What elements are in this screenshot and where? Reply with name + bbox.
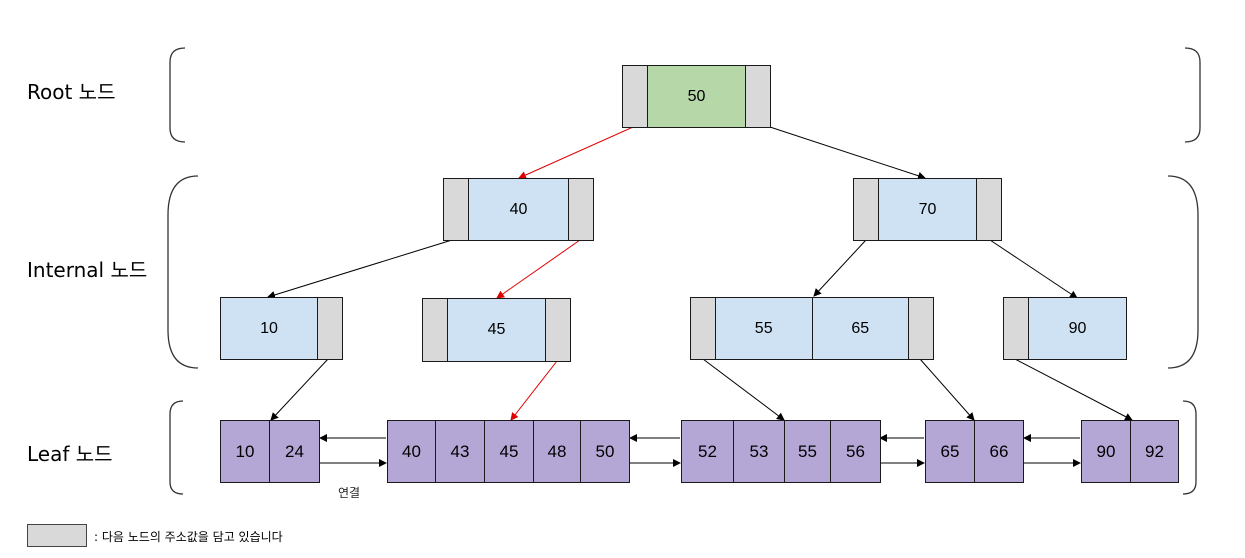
key-cell: 52: [681, 420, 734, 483]
leaf-node-1: 10 24: [220, 420, 320, 483]
pointer-cell: [853, 178, 879, 241]
key-cell: 50: [580, 420, 630, 483]
root-node: 50: [622, 65, 771, 128]
key-cell: 40: [468, 178, 569, 241]
leaf-node-3: 52 53 55 56: [681, 420, 881, 483]
key-cell: 56: [830, 420, 881, 483]
internal-node-90: 90: [1003, 297, 1127, 360]
edge-70-to-90: [989, 239, 1078, 299]
key-cell: 66: [974, 420, 1024, 483]
level-label-root: Root 노드: [27, 80, 116, 104]
legend-text: : 다음 노드의 주소값을 담고 있습니다: [94, 530, 283, 544]
key-cell: 65: [811, 297, 910, 360]
key-cell: 10: [220, 420, 270, 483]
key-cell: 92: [1130, 420, 1179, 483]
level-label-internal: Internal 노드: [27, 258, 148, 282]
pointer-cell: [1003, 297, 1029, 360]
edge-40-to-10: [267, 239, 453, 299]
edge-root-to-40: [518, 126, 634, 179]
pointer-cell: [317, 297, 343, 360]
pointer-cell: [545, 298, 571, 362]
bracket-root-left: [169, 47, 186, 143]
key-cell: 24: [269, 420, 320, 483]
key-cell: 10: [220, 297, 318, 360]
key-cell: 55: [714, 297, 813, 360]
key-cell: 90: [1028, 297, 1127, 360]
internal-node-45: 45: [422, 298, 571, 362]
pointer-cell: [622, 65, 648, 128]
key-cell: 65: [925, 420, 975, 483]
bracket-root-right: [1184, 47, 1201, 143]
key-cell: 90: [1081, 420, 1131, 483]
key-cell: 70: [878, 178, 977, 241]
link-label: 연결: [338, 486, 361, 500]
bracket-leaf-left: [169, 400, 184, 495]
leaf-node-2: 40 43 45 48 50: [387, 420, 630, 483]
bracket-internal-left: [167, 175, 199, 369]
internal-node-40: 40: [443, 178, 594, 241]
level-label-leaf: Leaf 노드: [27, 442, 113, 466]
key-cell: 50: [647, 65, 746, 128]
pointer-cell: [908, 297, 934, 360]
bracket-leaf-right: [1182, 400, 1197, 495]
internal-node-70: 70: [853, 178, 1002, 241]
pointer-cell: [422, 298, 448, 362]
legend-pointer-swatch: [27, 524, 87, 547]
key-cell: 48: [533, 420, 581, 483]
edge-70-to-5565: [813, 239, 867, 297]
pointer-cell: [745, 65, 771, 128]
edge-root-to-70: [769, 126, 926, 180]
leaf-node-5: 90 92: [1081, 420, 1179, 483]
key-cell: 45: [484, 420, 534, 483]
edge-10-to-leaf1: [270, 358, 329, 421]
key-cell: 40: [387, 420, 436, 483]
pointer-cell: [690, 297, 716, 360]
leaf-node-4: 65 66: [925, 420, 1024, 483]
key-cell: 45: [447, 298, 546, 362]
key-cell: 53: [733, 420, 785, 483]
key-cell: 55: [784, 420, 831, 483]
internal-node-55-65: 55 65: [690, 297, 934, 360]
edge-5565-to-leaf4: [919, 358, 975, 421]
edge-40-to-45: [496, 239, 581, 299]
internal-node-10: 10: [220, 297, 343, 360]
pointer-cell: [568, 178, 594, 241]
pointer-cell: [443, 178, 469, 241]
edge-45-to-leaf2: [510, 360, 558, 421]
bracket-internal-right: [1167, 175, 1199, 369]
edge-5565-to-leaf3: [702, 358, 785, 421]
pointer-cell: [976, 178, 1002, 241]
edge-90-to-leaf5: [1014, 358, 1133, 421]
key-cell: 43: [435, 420, 485, 483]
